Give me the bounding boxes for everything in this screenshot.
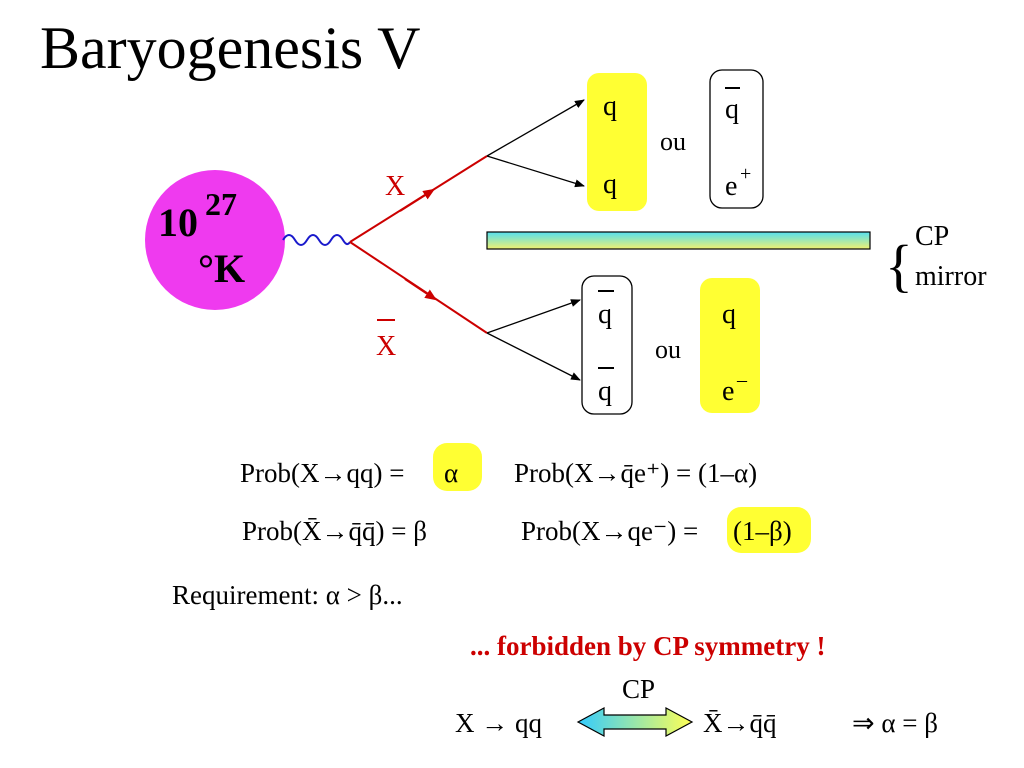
upper-positron: e: [725, 171, 737, 202]
lower-electron: e: [722, 376, 734, 407]
requirement: Requirement: α > β...: [172, 580, 403, 610]
page-title: Baryogenesis V: [40, 15, 421, 81]
bottom-cp-label: CP: [622, 674, 655, 704]
lower-qbar2: q: [598, 376, 612, 407]
temperature-circle: [145, 170, 285, 310]
one-minus-beta-highlight: [727, 507, 811, 553]
upper-qq-highlight: [587, 73, 647, 211]
upper-decay-bottom: [486, 155, 585, 188]
alpha-highlight: [433, 443, 482, 491]
temperature-unit: °K: [198, 246, 245, 291]
upper-positron-charge: +: [740, 163, 751, 185]
prob-x-qq: Prob(X→qq) =: [240, 458, 404, 488]
mirror-label-mirror: mirror: [915, 261, 987, 292]
lower-or: ou: [655, 335, 681, 364]
xbar-label: X: [376, 331, 396, 362]
prob-x-qbar-positron: Prob(X→q̄e⁺) = (1–α): [514, 458, 757, 488]
temperature-exponent: 27: [205, 186, 237, 222]
upper-decay-top: [486, 99, 585, 157]
lower-q: q: [722, 299, 736, 330]
lower-decay-bottom: [486, 332, 581, 381]
upper-qbar: q: [725, 94, 739, 125]
upper-q1: q: [603, 91, 617, 122]
upper-q2: q: [603, 169, 617, 200]
xbar-arrow: [404, 278, 437, 301]
lower-qbar1: q: [598, 299, 612, 330]
wavy-line: [282, 234, 351, 246]
upper-qbar-e-box: [709, 69, 764, 209]
cp-mirror-bar: [486, 231, 871, 250]
mirror-brace: {: [885, 233, 913, 298]
lower-decay-top: [486, 299, 581, 334]
lower-q-e-highlight: [700, 278, 760, 413]
bottom-implies: ⇒ α = β: [852, 708, 938, 738]
upper-or: ou: [660, 127, 686, 156]
prob-x-q-electron: Prob(X→qe⁻) =: [521, 516, 698, 546]
x-arrow: [399, 188, 436, 212]
temperature-base: 10: [158, 200, 198, 245]
prob-xbar-qbarqbar: Prob(X̄→q̄q̄) = β: [242, 516, 427, 546]
bottom-lhs: X → qq: [455, 708, 542, 738]
x-label: X: [385, 171, 405, 202]
mirror-label-cp: CP: [915, 221, 949, 252]
bottom-rhs: X̄→q̄q̄: [703, 708, 777, 738]
cp-double-arrow: [576, 706, 694, 738]
lower-qbar-qbar-box: [581, 275, 633, 415]
forbidden-statement: ... forbidden by CP symmetry !: [470, 631, 825, 661]
prob-one-minus-beta: (1–β): [733, 516, 792, 546]
prob-alpha: α: [444, 458, 458, 488]
lower-electron-charge: –: [736, 369, 748, 391]
